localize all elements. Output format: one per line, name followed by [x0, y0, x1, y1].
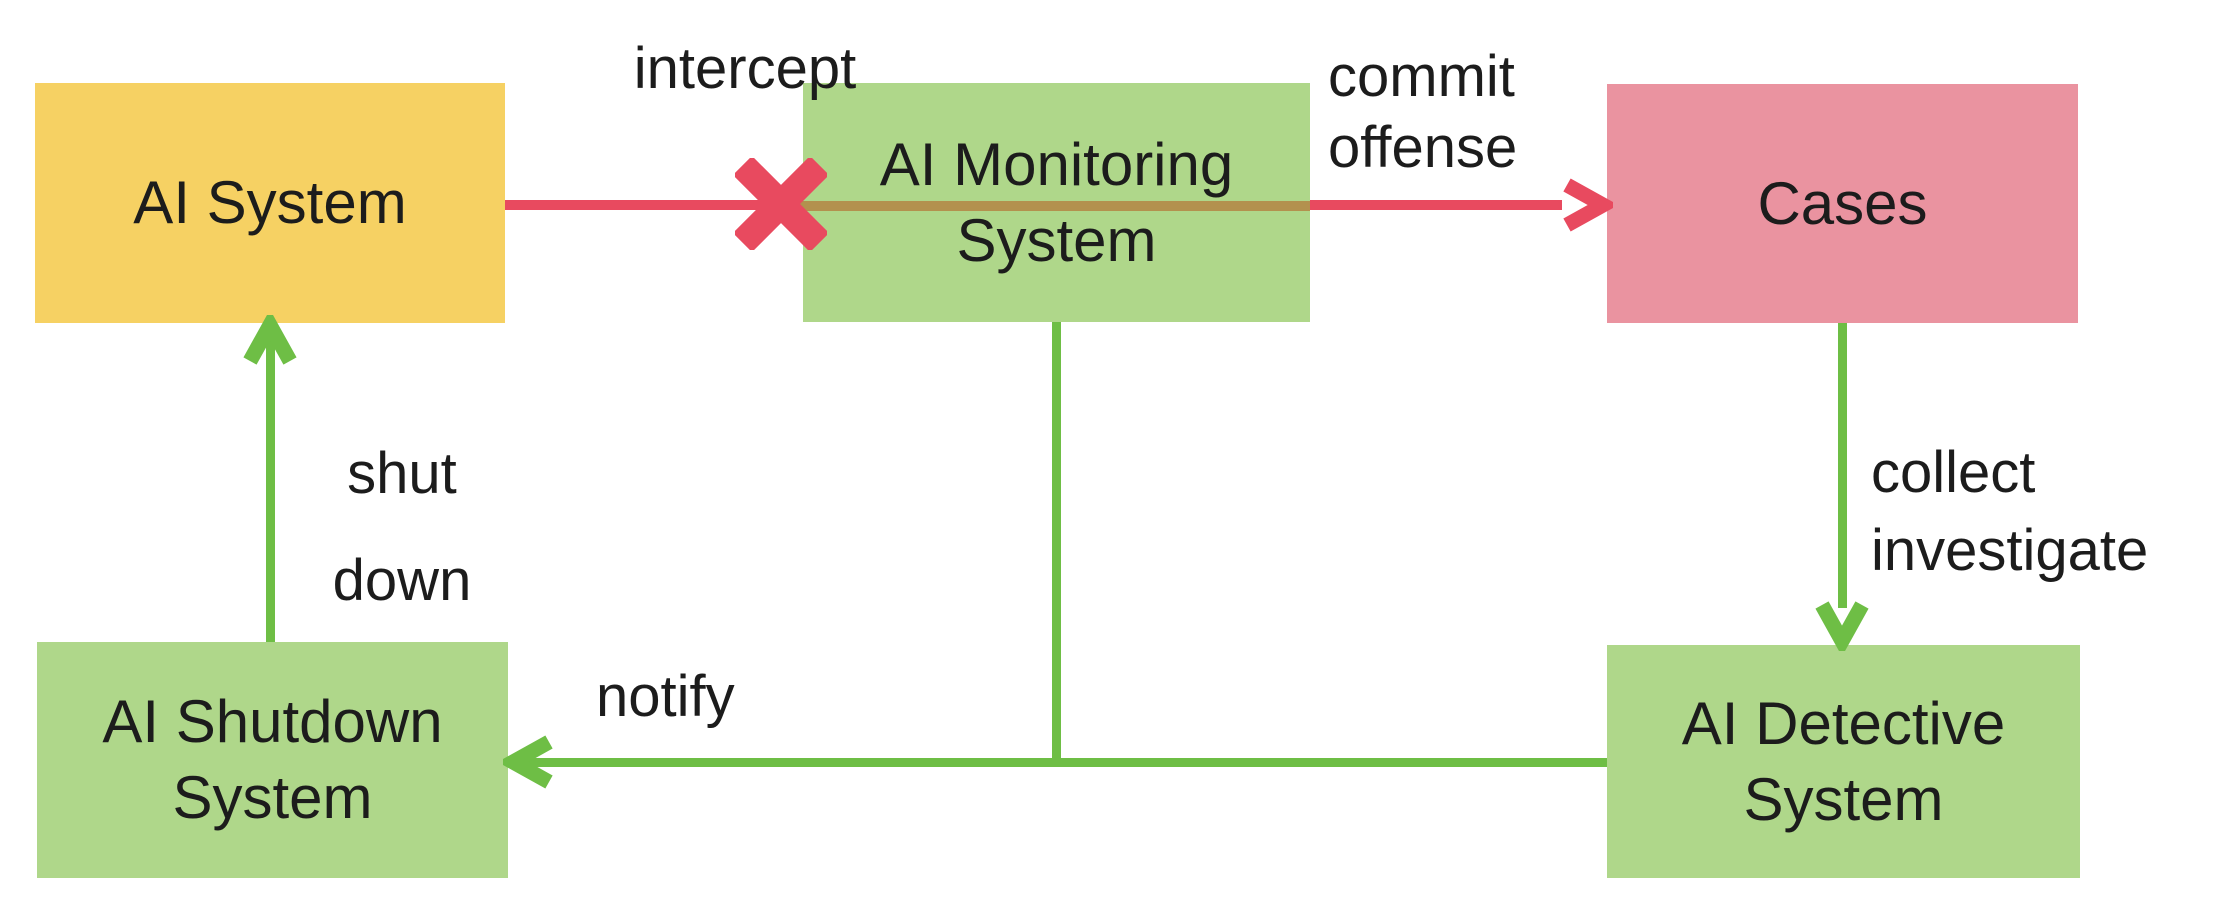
label-shut-down: shut down: [332, 441, 472, 614]
shut-down-arrow-line: [266, 336, 275, 642]
node-ai-detective-system: AI Detective System: [1607, 645, 2080, 878]
commit-offense-arrow-line: [1310, 200, 1562, 210]
arrowhead-up-icon: [243, 315, 297, 365]
label-intercept: intercept: [633, 36, 857, 101]
node-ai-shutdown-system: AI Shutdown System: [37, 642, 508, 878]
label-collect-investigate: collect investigate: [1871, 440, 2149, 583]
monitoring-notify-line: [1052, 322, 1061, 767]
arrowhead-down-icon: [1815, 601, 1869, 651]
node-ai-detective-system-label: AI Detective System: [1681, 689, 2006, 833]
node-ai-system: AI System: [35, 83, 505, 323]
arrowhead-left-icon: [503, 735, 553, 789]
node-cases: Cases: [1607, 84, 2078, 323]
node-cases-label: Cases: [1757, 169, 1928, 237]
node-ai-monitoring-system: AI Monitoring System: [803, 83, 1310, 322]
label-commit-offense: commit offense: [1328, 44, 1518, 180]
node-ai-monitoring-system-label: AI Monitoring System: [879, 130, 1234, 274]
monitoring-overlap-line: [786, 201, 1310, 211]
x-mark-icon: [735, 158, 827, 250]
node-ai-system-label: AI System: [133, 169, 407, 237]
arrowhead-right-icon: [1563, 178, 1613, 232]
intercept-arrow-line: [505, 200, 786, 210]
notify-arrow-line: [520, 758, 1607, 767]
node-ai-shutdown-system-label: AI Shutdown System: [102, 688, 443, 831]
label-notify: notify: [596, 664, 735, 729]
collect-investigate-arrow-line: [1838, 323, 1847, 608]
